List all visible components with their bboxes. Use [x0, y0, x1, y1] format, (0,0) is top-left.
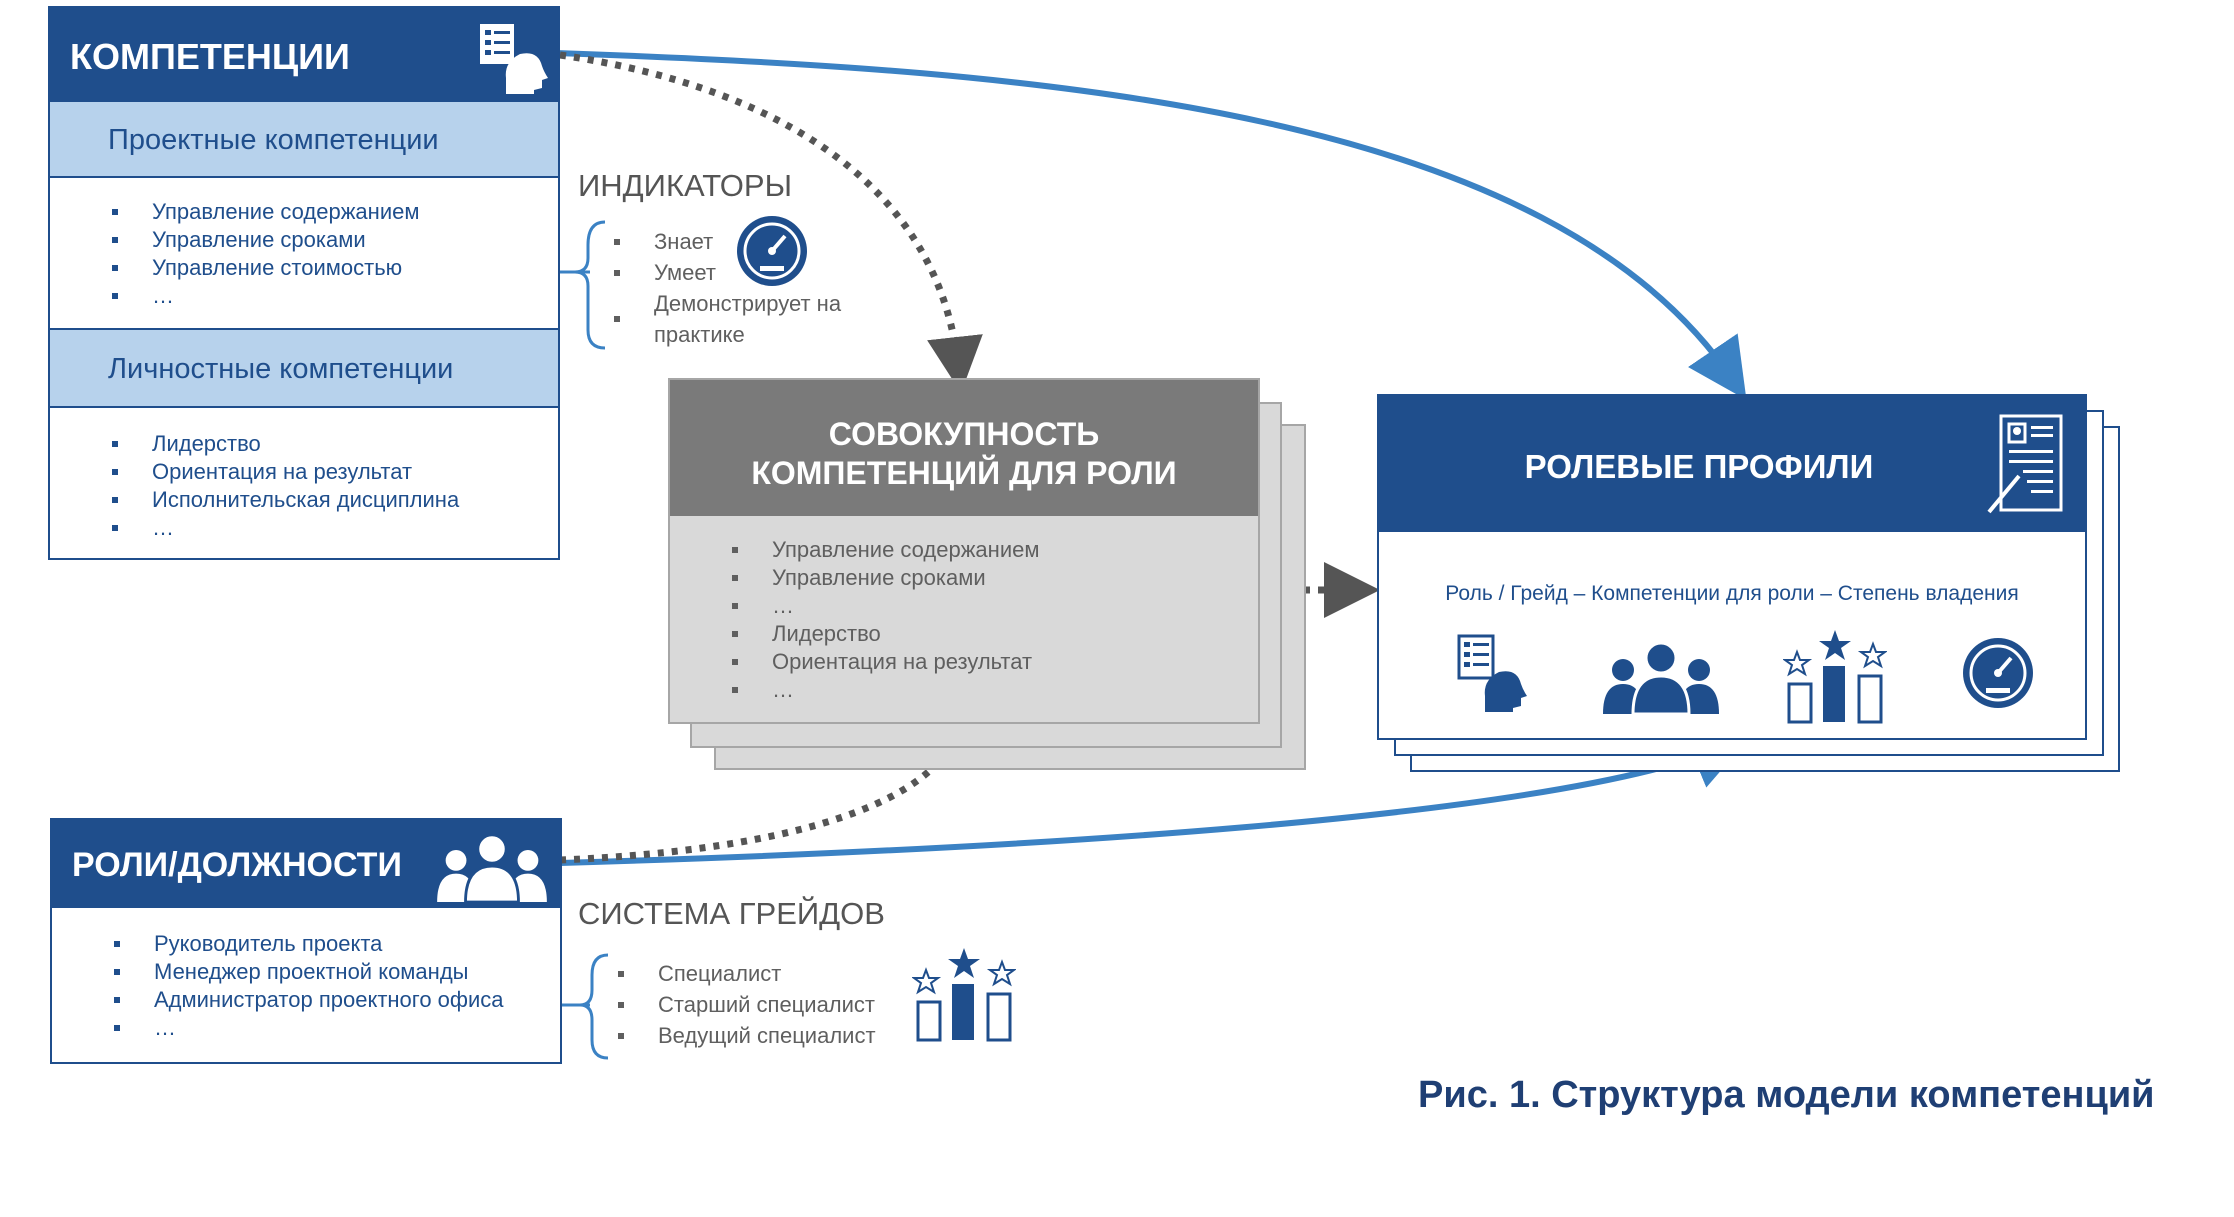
indicators-title: ИНДИКАТОРЫ	[578, 168, 793, 203]
list-item: Управление содержанием	[112, 198, 419, 226]
role-set-title-line2: КОМПЕТЕНЦИЙ ДЛЯ РОЛИ	[751, 455, 1177, 491]
checklist-person-icon	[476, 18, 552, 99]
grades-brace	[579, 953, 609, 1060]
role-set-card: СОВОКУПНОСТЬ КОМПЕТЕНЦИЙ ДЛЯ РОЛИ Управл…	[668, 378, 1260, 724]
arrow-competencies-to-profiles	[555, 50, 1747, 400]
gauge-icon	[735, 214, 809, 293]
project-competencies-title: Проектные компетенции	[108, 124, 439, 156]
competencies-box: КОМПЕТЕНЦИИ Проектные компетенции Управл…	[48, 6, 560, 560]
list-item: …	[112, 282, 419, 310]
people-group-icon	[432, 832, 552, 907]
grades-title: СИСТЕМА ГРЕЙДОВ	[578, 896, 885, 931]
checklist-person-icon	[1455, 632, 1531, 717]
list-item: Руководитель проекта	[114, 930, 504, 958]
list-item: Управление сроками	[112, 226, 419, 254]
personal-competencies-title: Личностные компетенции	[108, 353, 454, 385]
role-profiles-header: РОЛЕВЫЕ ПРОФИЛИ	[1379, 396, 2085, 532]
people-group-icon	[1601, 640, 1721, 719]
list-item: Администратор проектного офиса	[114, 986, 504, 1014]
list-item: Управление сроками	[732, 564, 1039, 592]
list-item: Менеджер проектной команды	[114, 958, 504, 986]
profile-document-icon	[1983, 414, 2069, 519]
personal-competencies-header: Личностные компетенции	[50, 328, 558, 408]
arrow-competencies-to-roleset	[559, 51, 983, 393]
roles-list: Руководитель проекта Менеджер проектной …	[114, 930, 504, 1042]
role-profiles-formula: Роль / Грейд – Компетенции для роли – Ст…	[1445, 582, 2019, 605]
list-item: Ориентация на результат	[732, 648, 1039, 676]
competencies-header: КОМПЕТЕНЦИИ	[50, 8, 558, 100]
list-item: Лидерство	[112, 430, 459, 458]
role-set-header: СОВОКУПНОСТЬ КОМПЕТЕНЦИЙ ДЛЯ РОЛИ	[670, 380, 1258, 516]
grades-list: Специалист Старший специалист Ведущий сп…	[618, 958, 876, 1051]
list-item: Старший специалист	[618, 989, 876, 1020]
role-set-list: Управление содержанием Управление срокам…	[732, 536, 1039, 704]
list-item: …	[732, 676, 1039, 704]
list-item: Умеет	[614, 257, 874, 288]
list-item: Управление содержанием	[732, 536, 1039, 564]
role-profiles-title: РОЛЕВЫЕ ПРОФИЛИ	[1524, 448, 1874, 485]
roles-box: РОЛИ/ДОЛЖНОСТИ Руководитель проекта Мене…	[50, 818, 562, 1064]
list-item: …	[732, 592, 1039, 620]
indicators-list: Знает Умеет Демонстрирует на практике	[614, 226, 874, 350]
list-item: Демонстрирует на практике	[614, 288, 874, 350]
personal-competencies-list: Лидерство Ориентация на результат Исполн…	[112, 430, 459, 542]
project-competencies-list: Управление содержанием Управление срокам…	[112, 198, 419, 310]
grade-bars-icon	[1781, 628, 1889, 729]
list-item: Ориентация на результат	[112, 458, 459, 486]
list-item: Ведущий специалист	[618, 1020, 876, 1051]
project-competencies-header: Проектные компетенции	[50, 100, 558, 178]
list-item: …	[112, 514, 459, 542]
gauge-icon	[1961, 636, 2035, 715]
figure-caption: Рис. 1. Структура модели компетенций	[1418, 1074, 2155, 1116]
grade-bars-icon	[910, 946, 1018, 1047]
competencies-title: КОМПЕТЕНЦИИ	[70, 36, 350, 77]
list-item: Исполнительская дисциплина	[112, 486, 459, 514]
role-set-title-line1: СОВОКУПНОСТЬ	[828, 416, 1100, 452]
roles-title: РОЛИ/ДОЛЖНОСТИ	[72, 846, 402, 884]
arrow-roles-to-profiles	[559, 732, 1751, 866]
list-item: Лидерство	[732, 620, 1039, 648]
indicators-brace	[574, 220, 606, 350]
list-item: Знает	[614, 226, 874, 257]
role-profiles-card: РОЛЕВЫЕ ПРОФИЛИ Роль / Грейд – Компетенц…	[1377, 394, 2087, 740]
list-item: …	[114, 1014, 504, 1042]
list-item: Управление стоимостью	[112, 254, 419, 282]
list-item: Специалист	[618, 958, 876, 989]
roles-header: РОЛИ/ДОЛЖНОСТИ	[52, 820, 560, 908]
